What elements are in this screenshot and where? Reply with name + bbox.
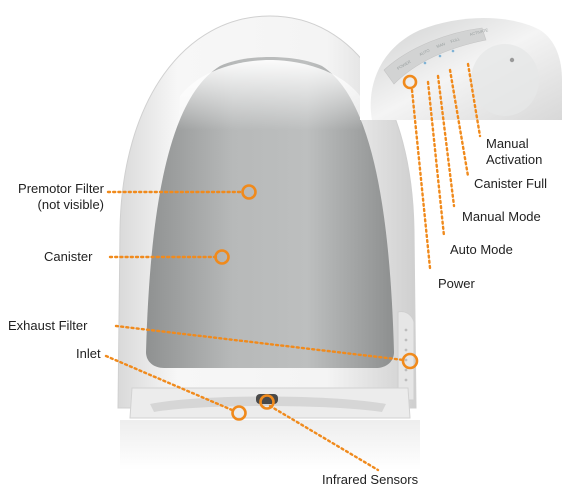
premotor-filter-label: Premotor Filter (not visible)	[18, 181, 104, 212]
exhaust-marker	[401, 352, 419, 370]
exhaust-line	[114, 324, 406, 362]
canister-marker	[214, 249, 230, 265]
inlet-label: Inlet	[76, 346, 101, 361]
svg-text:MAN: MAN	[436, 41, 446, 49]
sensor-marker	[259, 394, 275, 410]
canister-label: Canister	[44, 249, 93, 264]
control-panel-inset: POWER AUTO MAN FULL ACTIVATE	[360, 0, 562, 120]
auto-mode-line	[426, 80, 446, 238]
exhaust-filter-label: Exhaust Filter	[8, 318, 88, 333]
panel-highlight	[178, 60, 362, 130]
manual-mode-line	[436, 74, 456, 208]
canister-panel	[146, 57, 394, 368]
inlet-line	[104, 354, 234, 412]
canister-full-line	[448, 68, 470, 178]
infrared-sensors-label: Infrared Sensors	[322, 472, 419, 487]
premotor-marker	[241, 184, 257, 200]
power-marker	[402, 74, 418, 90]
auto-mode-label: Auto Mode	[450, 242, 513, 257]
svg-text:AUTO: AUTO	[418, 48, 430, 57]
sensor-line	[268, 404, 380, 472]
floor-reflection	[120, 420, 420, 470]
manual-mode-label: Manual Mode	[462, 209, 541, 224]
power-line	[410, 88, 432, 270]
inlet-marker	[231, 405, 247, 421]
manual-activation-line	[466, 62, 482, 138]
power-label: Power	[438, 276, 475, 291]
svg-text:FULL: FULL	[450, 36, 462, 44]
manual-activation-label: Manual Activation	[486, 136, 543, 167]
svg-text:ACTIVATE: ACTIVATE	[469, 27, 489, 37]
svg-text:POWER: POWER	[396, 59, 412, 71]
callout-lines	[104, 62, 482, 472]
markers	[214, 74, 419, 421]
canister-full-label: Canister Full	[474, 176, 547, 191]
